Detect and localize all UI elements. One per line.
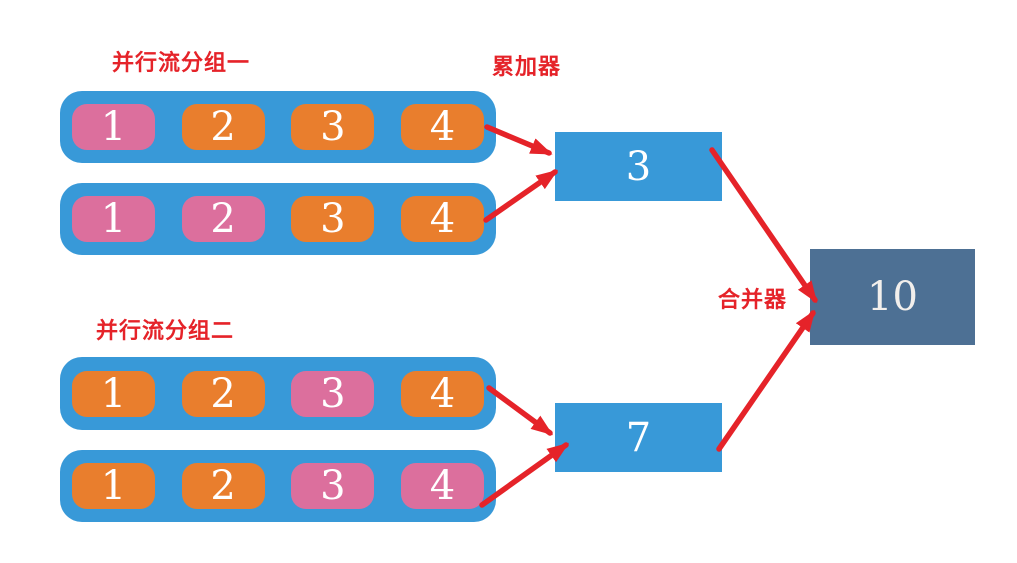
merger-label: 合并器 [718,287,788,313]
chip: 2 [181,463,265,509]
chip: 1 [72,370,155,417]
group2-stream-row1: 1 2 3 4 [60,357,496,430]
group2-label: 并行流分组二 [96,318,235,344]
group1-stream-row2: 1 2 3 4 [60,183,496,255]
chip: 1 [72,104,155,150]
arrow-group1-row1-to-accumulator [484,124,553,156]
chip: 3 [291,104,375,150]
arrow-accumulator2-to-merger [716,309,816,452]
chip: 2 [181,196,265,242]
group1-stream-row1: 1 2 3 4 [60,91,496,163]
arrow-group2-row1-to-accumulator [486,385,554,436]
chip: 4 [400,104,484,150]
chip: 4 [400,463,484,509]
arrow-group1-row2-to-accumulator [483,169,559,223]
accumulator-box-group2: 7 [555,403,722,472]
chip: 4 [400,196,484,242]
chip: 3 [291,463,375,509]
group1-label: 并行流分组一 [112,50,251,76]
chip: 3 [291,370,375,417]
chip: 1 [72,463,155,509]
chip: 1 [72,196,155,242]
chip: 4 [400,370,484,417]
chip: 2 [181,370,265,417]
arrow-accumulator1-to-merger [709,147,818,304]
accumulator-box-group1: 3 [555,132,722,201]
group2-stream-row2: 1 2 3 4 [60,450,496,522]
accumulator-label: 累加器 [492,54,562,80]
chip: 3 [291,196,375,242]
merger-box: 10 [810,249,975,345]
chip: 2 [181,104,265,150]
